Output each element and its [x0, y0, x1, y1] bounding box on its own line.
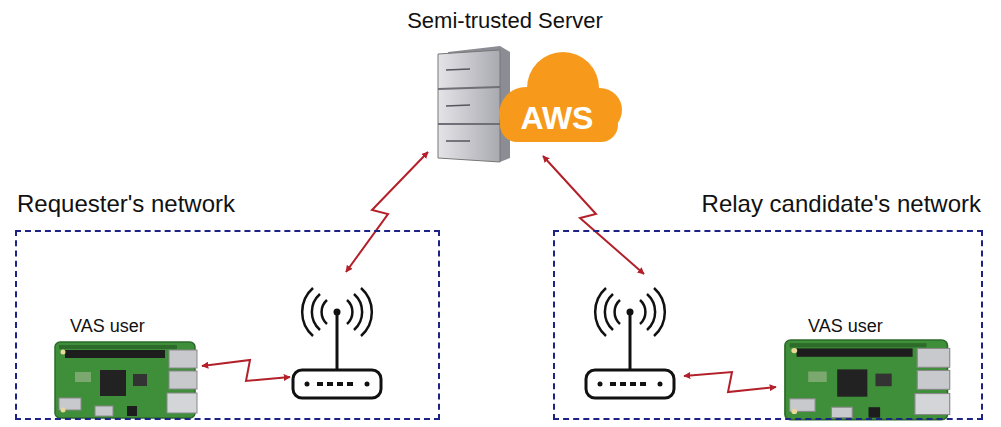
- raspberry-pi: [55, 342, 197, 418]
- server-node: Semi-trusted ServerAWS: [380, 0, 634, 160]
- network-region: Relay candidate's networkVAS user: [553, 230, 983, 420]
- network-region: Requester's networkVAS user: [15, 230, 440, 420]
- wireless-link: [202, 360, 290, 381]
- wireless-link: [346, 152, 428, 272]
- wireless-link: [543, 156, 644, 274]
- wifi-router: [293, 288, 381, 398]
- wireless-link: [684, 372, 776, 392]
- region-heading: Requester's network: [17, 190, 235, 218]
- raspberry-pi: [785, 340, 950, 420]
- device-label: VAS user: [808, 316, 883, 337]
- server-title: Semi-trusted Server: [380, 8, 630, 33]
- device-node: VAS user: [785, 310, 955, 410]
- cloud-shape: [499, 52, 622, 142]
- server-icon: [438, 46, 510, 162]
- device-label: VAS user: [70, 316, 145, 337]
- device-node: VAS user: [55, 312, 200, 412]
- region-heading: Relay candidate's network: [702, 190, 981, 218]
- wifi-router: [586, 288, 674, 398]
- cloud-label: AWS: [507, 100, 607, 137]
